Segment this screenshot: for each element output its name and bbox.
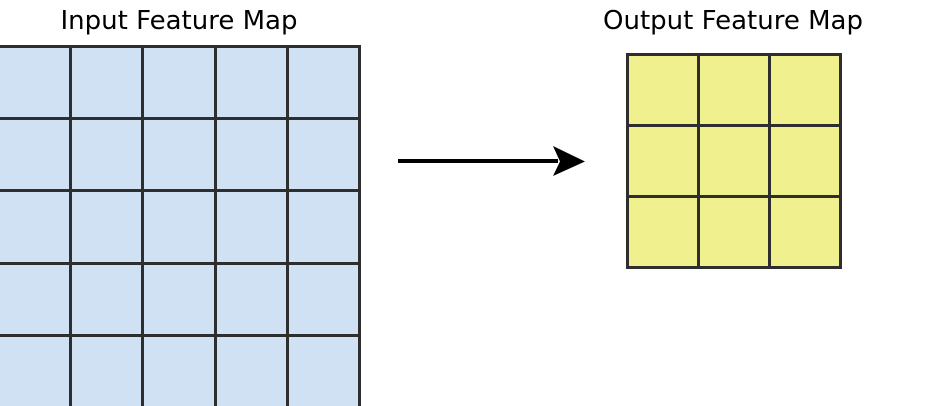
output-cell: [629, 56, 697, 124]
input-cell: [0, 48, 70, 118]
input-cell: [0, 120, 70, 190]
input-cell: [144, 48, 214, 118]
input-cell: [288, 336, 358, 406]
output-cell: [700, 127, 768, 195]
input-cell: [0, 264, 70, 334]
output-cell: [771, 56, 839, 124]
output-feature-map-title: Output Feature Map: [603, 6, 863, 36]
input-feature-map-title: Input Feature Map: [60, 6, 298, 36]
input-cell: [72, 48, 142, 118]
output-cell: [629, 127, 697, 195]
input-cell: [216, 336, 286, 406]
input-cell: [216, 264, 286, 334]
input-cell: [144, 336, 214, 406]
output-cell: [771, 198, 839, 266]
transform-arrow-icon: [398, 146, 585, 176]
input-cell: [72, 336, 142, 406]
input-cell: [288, 192, 358, 262]
output-cell: [700, 198, 768, 266]
input-cell: [288, 120, 358, 190]
input-feature-map-grid: [0, 45, 361, 406]
input-cell: [144, 192, 214, 262]
input-cell: [288, 48, 358, 118]
input-cell: [144, 264, 214, 334]
input-cell: [72, 264, 142, 334]
output-cell: [629, 198, 697, 266]
input-cell: [72, 120, 142, 190]
input-cell: [72, 192, 142, 262]
input-cell: [216, 120, 286, 190]
input-cell: [144, 120, 214, 190]
input-cell: [216, 192, 286, 262]
output-cell: [700, 56, 768, 124]
arrow-head: [553, 146, 585, 176]
input-cell: [288, 264, 358, 334]
input-cell: [216, 48, 286, 118]
input-cell: [0, 336, 70, 406]
output-feature-map-grid: [626, 53, 842, 269]
output-cell: [771, 127, 839, 195]
input-cell: [0, 192, 70, 262]
